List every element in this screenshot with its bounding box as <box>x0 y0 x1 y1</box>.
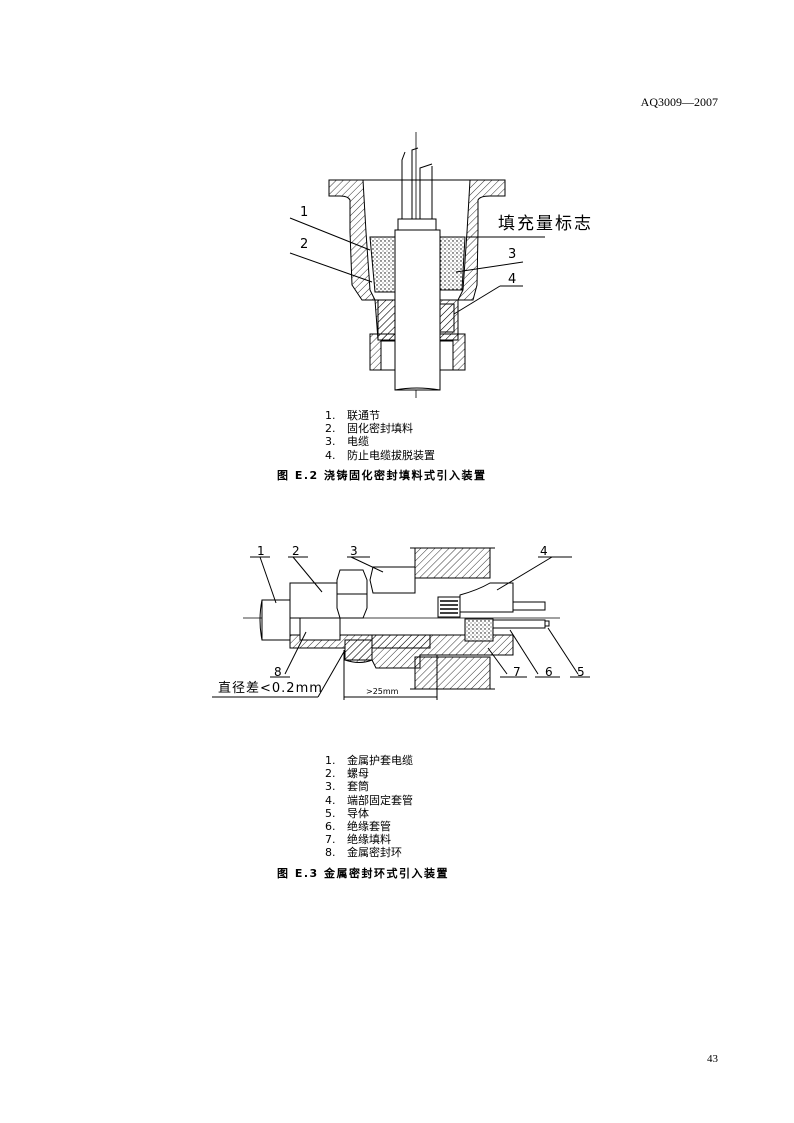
dimension-label: >25mm <box>366 687 399 696</box>
legend-item: 8.金属密封环 <box>325 846 402 860</box>
legend-item: 3.套筒 <box>325 780 369 794</box>
legend-item: 1.金属护套电缆 <box>325 754 413 767</box>
callout-8: 8 <box>274 665 282 679</box>
callout-6: 6 <box>545 665 553 679</box>
callout-4: 4 <box>508 272 516 287</box>
callout-3: 3 <box>350 544 358 558</box>
callout-4: 4 <box>540 544 548 558</box>
figure-e2-caption: 图 E.2 浇铸固化密封填料式引入装置 <box>277 469 487 482</box>
legend-item: 5.导体 <box>325 806 369 820</box>
legend-item: 7.绝缘填料 <box>325 833 391 847</box>
callout-1: 1 <box>257 544 265 558</box>
figure-e3-legend: 1.金属护套电缆 2.螺母 3.套筒 4.端部固定套管 5.导体 6.绝缘套管 … <box>325 754 413 860</box>
legend-item: 2.螺母 <box>325 767 369 781</box>
figure-e3-drawing: 1 2 3 4 5 6 7 8 直径差<0.2mm >25mm <box>212 544 590 700</box>
legend-item: 4.防止电缆拔脱装置 <box>325 448 435 462</box>
legend-item: 4.端部固定套管 <box>325 793 413 807</box>
page-number: 43 <box>707 1053 718 1065</box>
callout-2: 2 <box>300 237 308 252</box>
legend-item: 6.绝缘套管 <box>325 820 391 834</box>
callout-7: 7 <box>513 665 521 679</box>
document-id: AQ3009—2007 <box>640 95 718 109</box>
figure-e2-drawing: 1 2 3 4 填充量标志 <box>289 132 593 398</box>
diameter-difference-label: 直径差<0.2mm <box>218 681 323 696</box>
callout-5: 5 <box>577 665 585 679</box>
callout-1: 1 <box>300 205 308 220</box>
figure-e2-legend: 1.联通节 2.固化密封填料 3.电缆 4.防止电缆拔脱装置 <box>325 409 435 462</box>
legend-item: 2.固化密封填料 <box>325 422 413 436</box>
fill-level-label: 填充量标志 <box>498 214 593 234</box>
callout-3: 3 <box>508 247 516 262</box>
legend-item: 1.联通节 <box>325 409 380 422</box>
legend-item: 3.电缆 <box>325 435 369 449</box>
figure-e3-caption: 图 E.3 金属密封环式引入装置 <box>277 867 450 880</box>
callout-2: 2 <box>292 544 300 558</box>
